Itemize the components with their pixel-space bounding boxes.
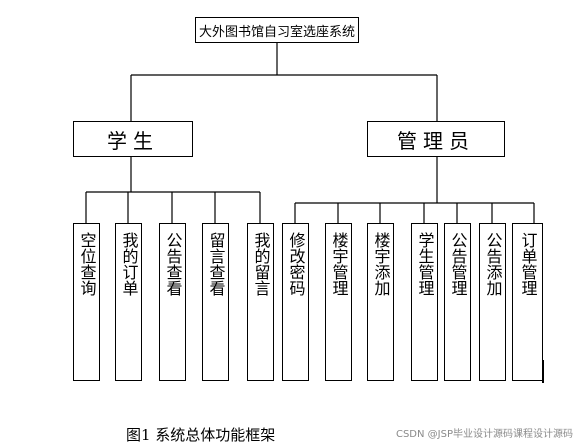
group-label-admin: 管理员 [397, 128, 475, 153]
leaf-node: 空位查询 [73, 223, 100, 381]
root-label: 大外图书馆自习室选座系统 [198, 24, 355, 40]
leaf-label: 订单管理 [518, 232, 538, 296]
leaf-label: 公告查看 [163, 232, 183, 296]
leaf-node: 公告管理 [444, 223, 471, 381]
leaf-label: 我的留言 [251, 232, 271, 296]
leaf-node: 学生管理 [411, 223, 438, 381]
group-label-student: 学生 [107, 128, 159, 153]
leaf-node: 楼宇添加 [367, 223, 394, 381]
group-node-admin: 管理员 [367, 121, 505, 157]
root-node: 大外图书馆自习室选座系统 [195, 17, 359, 43]
leaf-node: 公告查看 [159, 223, 186, 381]
leaf-label: 修改密码 [286, 232, 306, 296]
leaf-node: 修改密码 [282, 223, 309, 381]
leaf-node: 我的留言 [247, 223, 274, 381]
watermark: CSDN @JSP毕业设计源码课程设计源码 [395, 429, 573, 440]
leaf-node: 我的订单 [115, 223, 142, 381]
group-node-student: 学生 [73, 121, 193, 157]
figure-caption: 图1 系统总体功能框架 [126, 426, 276, 444]
leaf-label: 我的订单 [119, 232, 139, 296]
leaf-label: 学生管理 [415, 232, 435, 296]
leaf-label: 留言查看 [206, 232, 226, 296]
leaf-node: 留言查看 [202, 223, 229, 381]
leaf-node: 楼宇管理 [325, 223, 352, 381]
leaf-label: 楼宇管理 [329, 232, 349, 296]
leaf-label: 公告添加 [483, 232, 503, 296]
leaf-node: 订单管理 [512, 223, 543, 381]
leaf-label: 楼宇添加 [371, 232, 391, 296]
leaf-label: 空位查询 [77, 232, 97, 296]
leaf-node: 公告添加 [479, 223, 506, 381]
leaf-label: 公告管理 [448, 232, 468, 296]
